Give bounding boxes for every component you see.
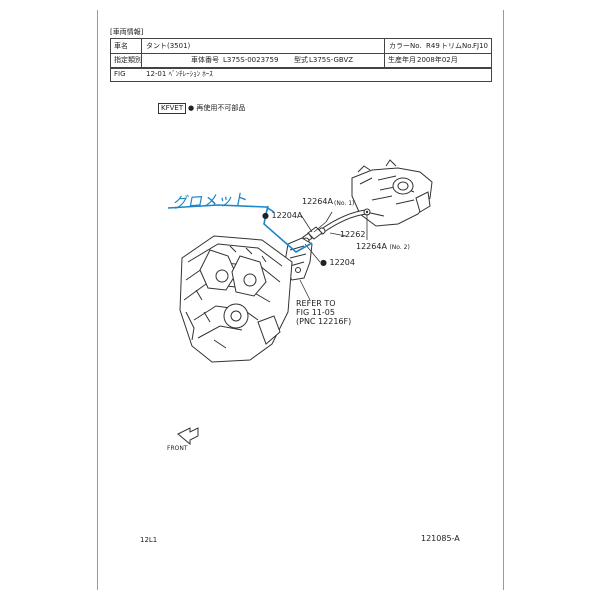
kfvet-code: KFVET — [158, 103, 187, 114]
fig-label: FIG — [114, 70, 126, 78]
reference-line-1: REFER TO — [296, 299, 336, 308]
grommet-handwritten-note: グロメット — [171, 190, 248, 212]
non-reusable-text: 再使用不可部品 — [196, 104, 246, 112]
callout-12264A-no1-tag: (No. 1) — [334, 200, 355, 207]
table-divider — [141, 39, 142, 67]
part-number: 12264A — [356, 242, 387, 251]
callout-12204: ● 12204 — [320, 258, 355, 267]
table-divider — [384, 39, 385, 67]
bullet-icon: ● — [320, 258, 327, 267]
chassis-label: 車体番号 — [191, 56, 219, 64]
vehicle-info-heading: [車両情報] — [110, 28, 144, 36]
front-label: FRONT — [167, 445, 188, 452]
production-label: 生産年月 — [388, 56, 416, 64]
model-value: タント(3501) — [146, 42, 191, 50]
callout-12264A-no2: 12264A (No. 2) — [356, 242, 410, 252]
model-label: 車名 — [114, 42, 128, 50]
trim-value: FJ10 — [473, 42, 488, 50]
vehicle-info-row-1: 車名 タント(3501) カラーNo. R49 トリムNo. FJ10 — [111, 39, 491, 54]
production-value: 2008年02月 — [417, 56, 458, 64]
reference-line-2: FIG 11-05 — [296, 308, 335, 317]
part-number: 12204A — [271, 211, 303, 220]
ventilation-hose-drawing — [318, 208, 371, 235]
chassis-value: L375S-0023759 — [223, 56, 279, 64]
catalog-sheet — [97, 10, 504, 590]
non-reusable-legend: ● 再使用不可部品 — [188, 104, 245, 113]
grommet-annotation-line — [167, 204, 313, 253]
callout-12262: 12262 — [340, 230, 366, 239]
footer-figure-code: 121085-A — [421, 534, 460, 543]
spec-label: 指定類別 — [114, 56, 142, 64]
leader-lines — [299, 211, 368, 301]
engine-block-drawing — [179, 235, 293, 363]
reference-note: REFER TO FIG 11-05 (PNC 12216F) — [296, 299, 351, 326]
vehicle-info-row-2: 指定類別 車体番号 L375S-0023759 型式 L375S-GBVZ 生産… — [111, 53, 491, 67]
callout-12204A: ● 12204A — [262, 211, 302, 220]
front-arrow-icon — [177, 427, 199, 446]
callout-12264A-no1: 12264A — [302, 197, 333, 206]
footer-page-code: 12L1 — [140, 536, 158, 544]
vehicle-info-table: 車名 タント(3501) カラーNo. R49 トリムNo. FJ10 指定類別… — [110, 38, 492, 68]
part-tag: (No. 2) — [389, 244, 410, 251]
bullet-icon: ● — [262, 211, 269, 220]
part-number: 12264A — [302, 197, 333, 206]
type-value: L375S-GBVZ — [309, 56, 354, 64]
reference-line-3: (PNC 12216F) — [296, 317, 352, 326]
fig-title: 12-01 ﾍﾞﾝﾁﾚｰｼｮﾝ ﾎｰｽ — [146, 70, 213, 78]
part-number: 12204 — [329, 258, 355, 267]
color-value: R49 — [426, 42, 440, 50]
bullet-icon: ● — [188, 104, 195, 112]
intake-manifold-drawing — [351, 159, 433, 227]
color-label: カラーNo. — [389, 42, 422, 50]
type-label: 型式 — [294, 56, 308, 64]
trim-label: トリムNo. — [441, 42, 474, 50]
fig-row: FIG 12-01 ﾍﾞﾝﾁﾚｰｼｮﾝ ﾎｰｽ — [110, 68, 492, 82]
